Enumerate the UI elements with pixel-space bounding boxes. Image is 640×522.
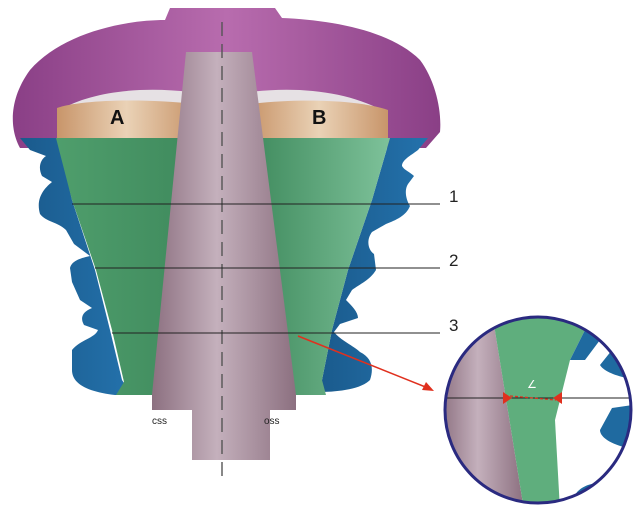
magnifier: ∠ — [443, 315, 633, 505]
right-blue-shell — [318, 138, 428, 392]
angle-label: ∠ — [527, 379, 537, 391]
pad-b — [250, 100, 388, 138]
level-label-3: 3 — [449, 316, 458, 335]
magnifier-marker-left — [503, 392, 512, 404]
level-label-1: 1 — [449, 187, 458, 206]
magnifier-angle-arm — [509, 395, 557, 401]
level-label-2: 2 — [449, 251, 458, 270]
callout-arrow-line — [297, 335, 429, 389]
region-label-b: B — [312, 107, 326, 129]
magnifier-green — [490, 317, 600, 503]
side-label-oss: oss — [264, 416, 280, 427]
callout-arrow-head — [422, 382, 434, 391]
central-shaft — [152, 52, 296, 460]
side-label-css: css — [152, 416, 167, 427]
magnifier-border — [443, 315, 633, 505]
pad-a — [57, 100, 196, 138]
left-blue-shell — [20, 138, 132, 395]
magnifier-marker-right — [553, 392, 562, 404]
region-label-a: A — [110, 107, 124, 129]
